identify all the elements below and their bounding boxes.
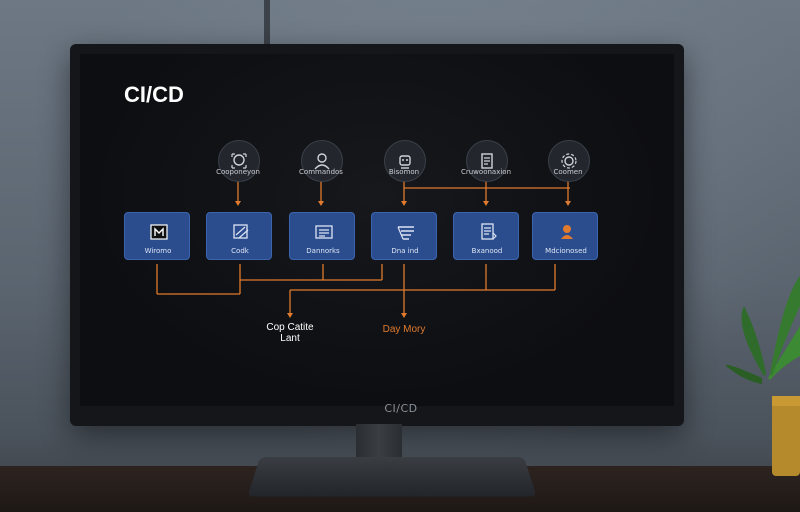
stage-label: Dannorks [306, 247, 340, 255]
monitor-stand-base [247, 457, 537, 497]
stage-pipeline[interactable]: Dna ind [371, 212, 437, 260]
page-title: CI/CD [124, 82, 184, 107]
stage-file[interactable]: Bxanood [453, 212, 519, 260]
pipeline-connectors [156, 180, 571, 318]
gear-node[interactable] [548, 140, 590, 182]
stage-label: Codk [231, 247, 249, 255]
scan-icon [231, 153, 247, 169]
monitor-cable [264, 0, 270, 48]
document-icon [481, 153, 493, 169]
person-icon [314, 153, 330, 170]
file-icon [481, 223, 497, 240]
pipeline-icon [397, 226, 414, 240]
code-icon [150, 224, 168, 240]
document-node[interactable] [466, 140, 508, 182]
monitor-stand-neck [356, 424, 402, 460]
stage-build[interactable]: Codk [206, 212, 272, 260]
stage-deploy[interactable]: Mdcionosed [532, 212, 598, 260]
node-label: Cruwoonaxion [460, 168, 512, 176]
stage-label: Dna ind [391, 247, 419, 255]
stage-label: Bxanood [471, 247, 503, 255]
output-label-right: Day Mory [382, 324, 426, 335]
gear-icon [561, 153, 577, 169]
person-node[interactable] [301, 140, 343, 182]
monitor-brand-label: CI/CD [384, 402, 418, 415]
node-label: Coomen [553, 168, 583, 176]
robot-icon [399, 155, 411, 169]
monitor-screen: CI/CD [80, 54, 674, 406]
stage-code[interactable]: Wiromo [124, 212, 190, 260]
robot-node[interactable] [384, 140, 426, 182]
node-label: Commandos [299, 168, 343, 176]
deploy-icon [561, 225, 573, 239]
scan-node[interactable] [218, 140, 260, 182]
stage-label: Wiromo [144, 247, 172, 255]
potted-plant [725, 276, 800, 476]
node-label: Bisomon [388, 168, 420, 176]
build-icon [233, 224, 249, 239]
list-icon [315, 225, 333, 239]
stage-label: Mdcionosed [545, 247, 587, 255]
stage-list[interactable]: Dannorks [289, 212, 355, 260]
node-label: Cooponeyon [216, 168, 260, 176]
output-label-left: Cop Catite Lant [266, 322, 314, 344]
